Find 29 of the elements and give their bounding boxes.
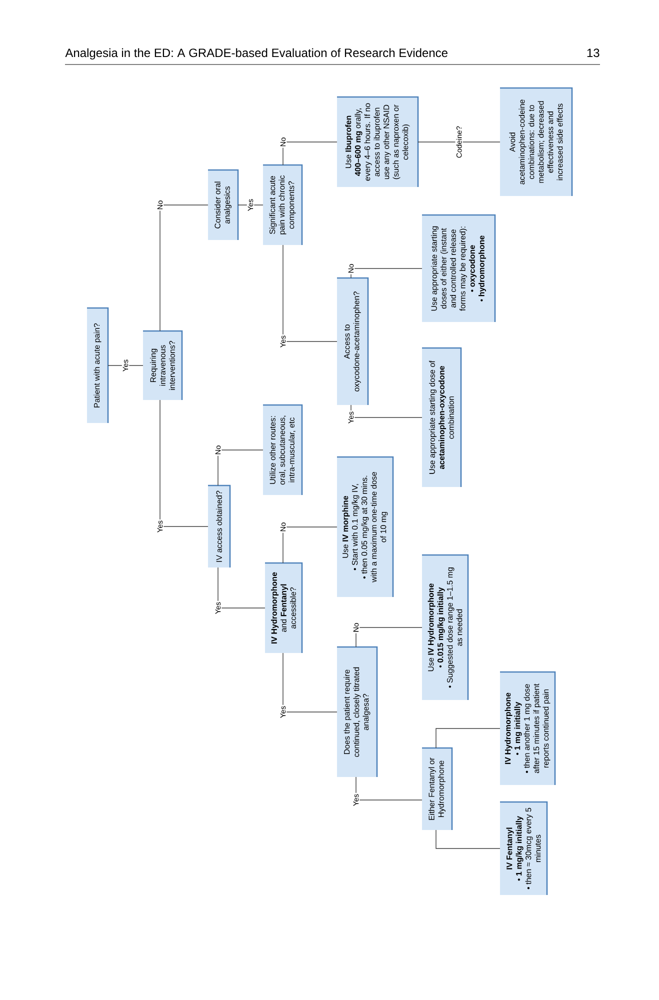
connector-line bbox=[238, 204, 264, 206]
process-box: Either Fentanyl or Hydromorphone bbox=[422, 747, 453, 830]
connector-line bbox=[350, 404, 422, 418]
connector-line bbox=[436, 728, 500, 748]
connector-line bbox=[282, 244, 338, 342]
process-box: Consider oral analgesics bbox=[208, 169, 239, 240]
decision-box: Does the patient require continued, closely titrated analgesa? bbox=[337, 646, 378, 777]
connector-line bbox=[282, 142, 338, 166]
connector-line bbox=[282, 652, 338, 712]
connector-line bbox=[356, 627, 422, 648]
connector-line bbox=[282, 526, 338, 564]
decision-box: Access to oxycodone-acetaminophen? bbox=[337, 277, 369, 405]
connector-line bbox=[350, 268, 422, 278]
decision-box: Significant acute pain with chronic components? bbox=[263, 164, 303, 245]
decision-box: Requiring intravenous interventions? bbox=[143, 330, 183, 400]
connector-line bbox=[436, 830, 500, 849]
connector-line bbox=[160, 204, 208, 332]
decision-box: IV access obtained? bbox=[208, 484, 231, 568]
connector-line bbox=[218, 567, 266, 608]
connector-line bbox=[218, 450, 264, 486]
process-box: Use appropriate starting dose of acetaminophen-oxycodone combination bbox=[422, 347, 462, 487]
connector-line bbox=[356, 776, 422, 800]
running-header: Analgesia in the ED: A GRADE-based Evaluation of Research Evidence bbox=[65, 48, 448, 60]
page-number: 13 bbox=[587, 48, 600, 58]
decision-box: Patient with acute pain? bbox=[87, 307, 109, 423]
process-box: Utilize other routes: oral, subcutaneous, intra-muscular, etc bbox=[263, 404, 303, 495]
connector-line bbox=[108, 365, 144, 366]
connector-line bbox=[160, 400, 208, 527]
process-box: Avoid acetaminophen-codeine combinations: due to metabolism; decreased effectiveness and increased side effects bbox=[500, 87, 573, 196]
